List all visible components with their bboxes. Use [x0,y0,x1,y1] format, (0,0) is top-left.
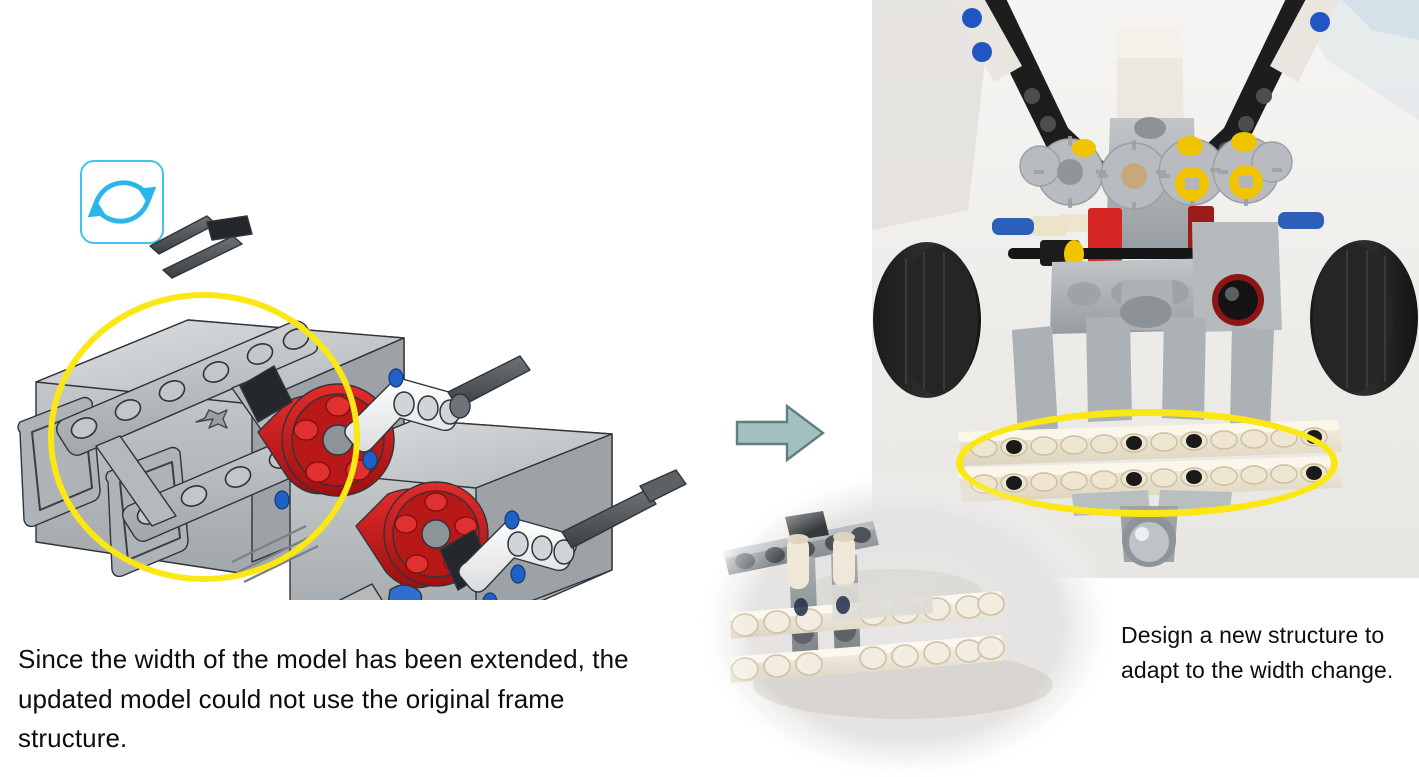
caption-left: Since the width of the model has been ex… [18,644,629,754]
caption-right: Design a new structure to adapt to the w… [1121,622,1394,683]
detail-inset-photo [703,473,1111,777]
rotate-refresh-icon [87,180,157,224]
lego-cad-rendering [0,170,720,600]
right-arrow-icon [735,403,825,463]
transition-arrow [735,402,825,464]
rotate-refresh-badge[interactable] [80,160,164,244]
lego-robot-photo [872,0,1419,578]
